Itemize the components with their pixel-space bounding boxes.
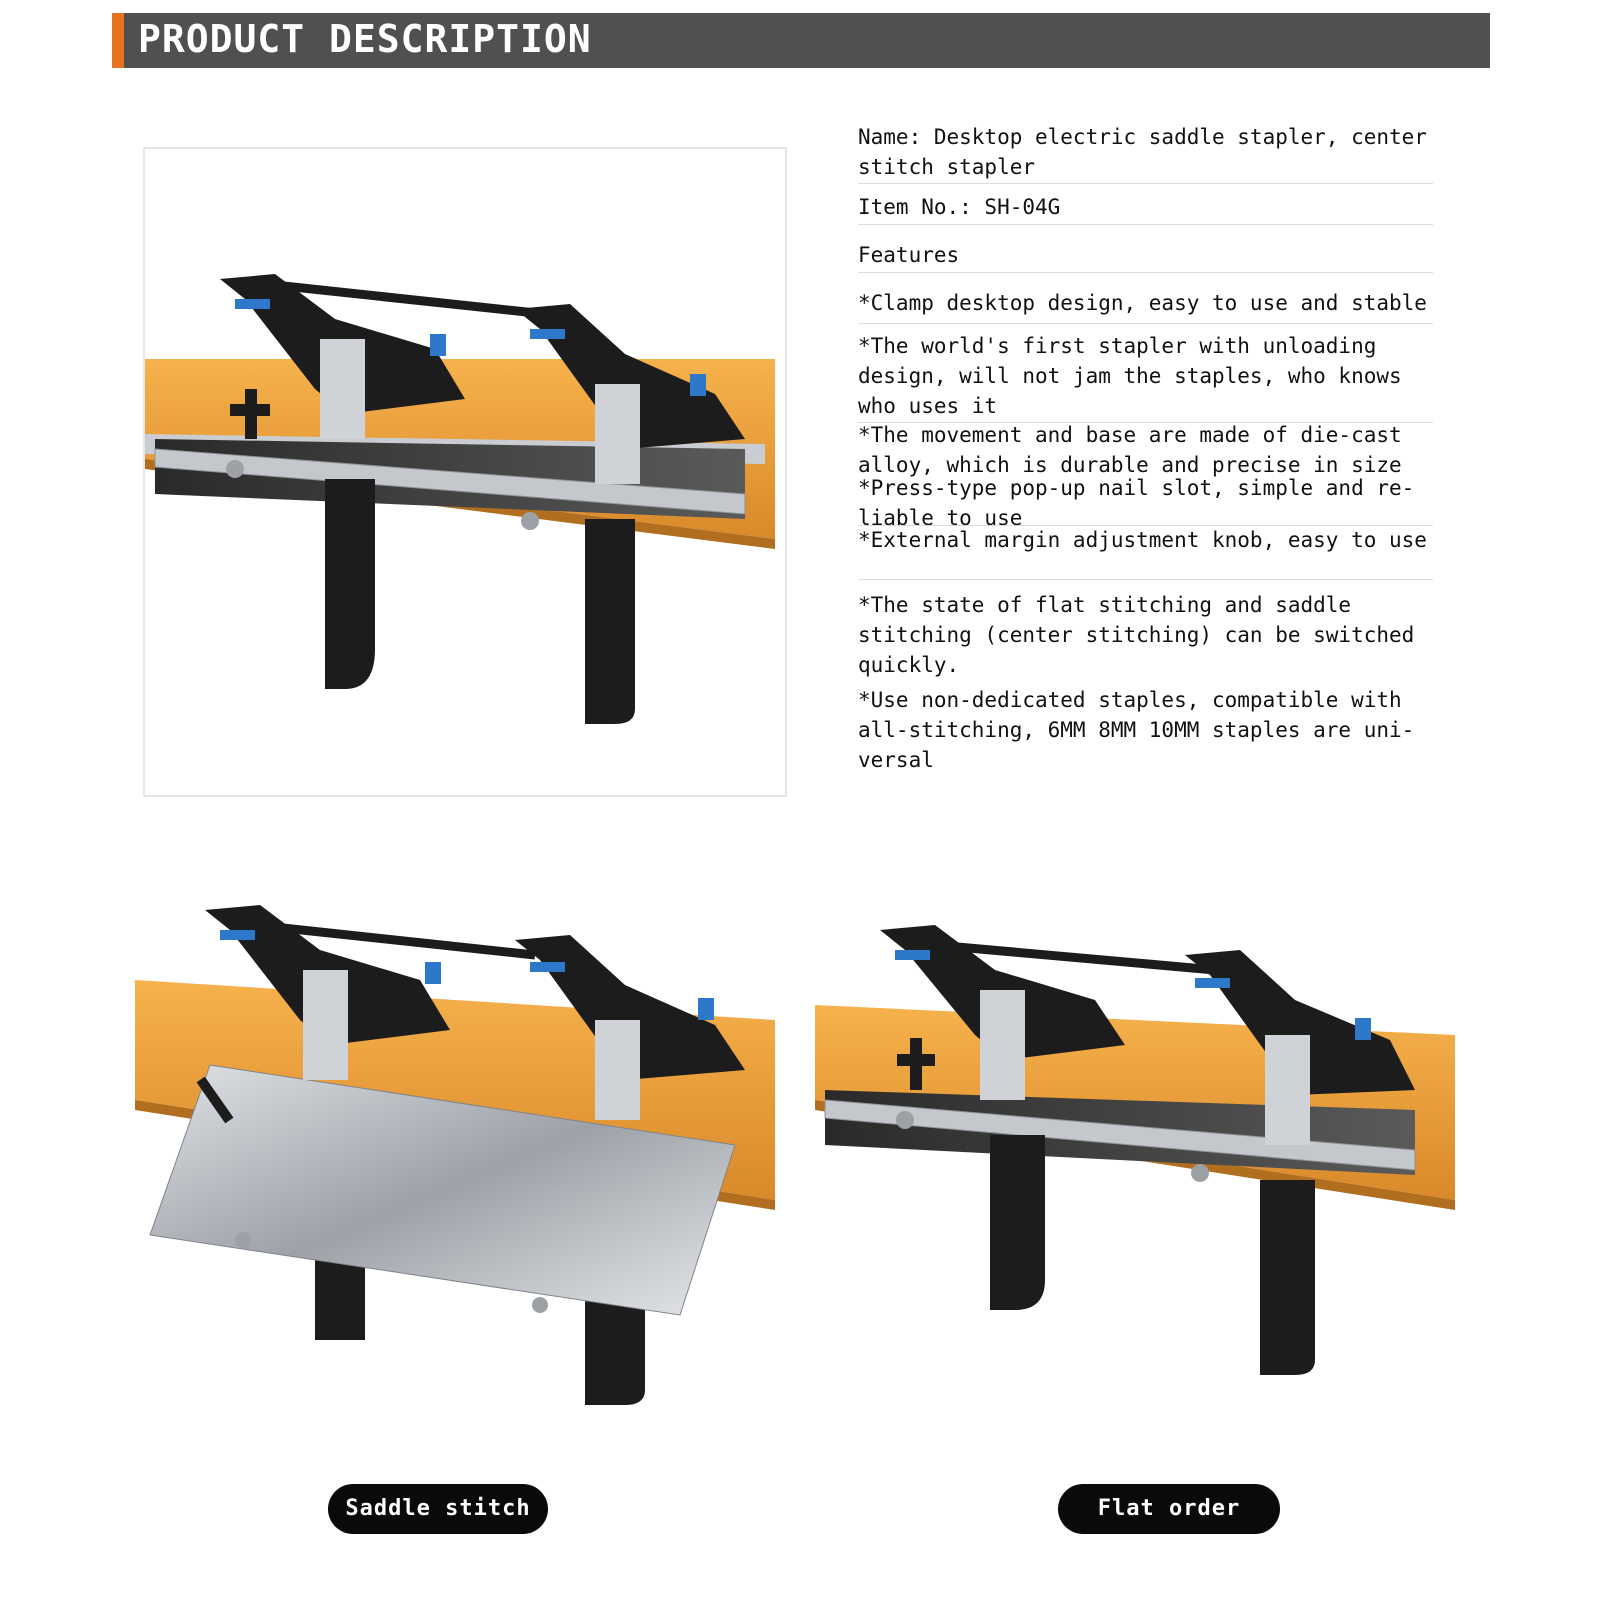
stapler-image-top (145, 274, 775, 724)
product-item-number: Item No.: SH-04G (858, 195, 1061, 219)
stapler-image-flat (815, 925, 1455, 1375)
feature-item: *The state of flat stitching and saddle … (858, 593, 1415, 677)
section-title: PRODUCT DESCRIPTION (138, 17, 592, 61)
features-heading: Features (858, 243, 960, 267)
divider (858, 224, 1433, 225)
feature-item: *The world's first stapler with unloadin… (858, 334, 1402, 418)
divider (858, 579, 1433, 580)
divider (858, 183, 1433, 184)
flat-order-label: Flat order (1058, 1484, 1280, 1534)
divider (858, 323, 1433, 324)
divider (858, 422, 1433, 423)
header-accent-bar (112, 13, 124, 68)
product-name: Name: Desktop electric saddle stapler, c… (858, 125, 1427, 179)
feature-item: *Use non-dedicated staples, compatible w… (858, 688, 1415, 772)
section-header: PRODUCT DESCRIPTION (112, 13, 1490, 68)
feature-item: *Clamp desktop design, easy to use and s… (858, 291, 1427, 315)
feature-item: *Press-type pop-up nail slot, simple and… (858, 476, 1415, 530)
stapler-image-saddle (135, 905, 775, 1405)
feature-item: *The movement and base are made of die-c… (858, 423, 1402, 477)
feature-item: *External margin adjustment knob, easy t… (858, 528, 1427, 552)
divider (858, 525, 1433, 526)
divider (858, 272, 1433, 273)
saddle-stitch-label: Saddle stitch (328, 1484, 548, 1534)
